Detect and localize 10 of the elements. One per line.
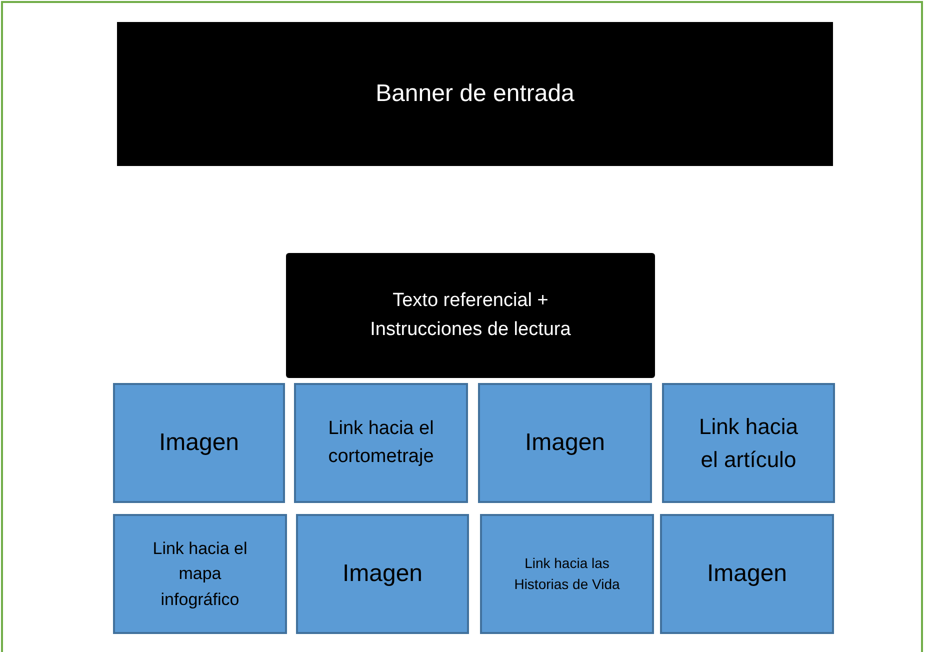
image-field: Imagen (113, 383, 285, 503)
image-field: Imagen (478, 383, 652, 503)
image-field: Imagen (296, 514, 469, 634)
text-block: Texto referencial + Instrucciones de lectura (286, 253, 655, 378)
link-box: Link hacia el mapa infográfico (113, 514, 287, 634)
link-box: Link hacia las Historias de Vida (480, 514, 654, 634)
link-box: Link hacia el artículo (662, 383, 835, 503)
banner-block: Banner de entrada (117, 22, 833, 166)
link-box: Link hacia el cortometraje (294, 383, 468, 503)
image-field: Imagen (660, 514, 834, 634)
